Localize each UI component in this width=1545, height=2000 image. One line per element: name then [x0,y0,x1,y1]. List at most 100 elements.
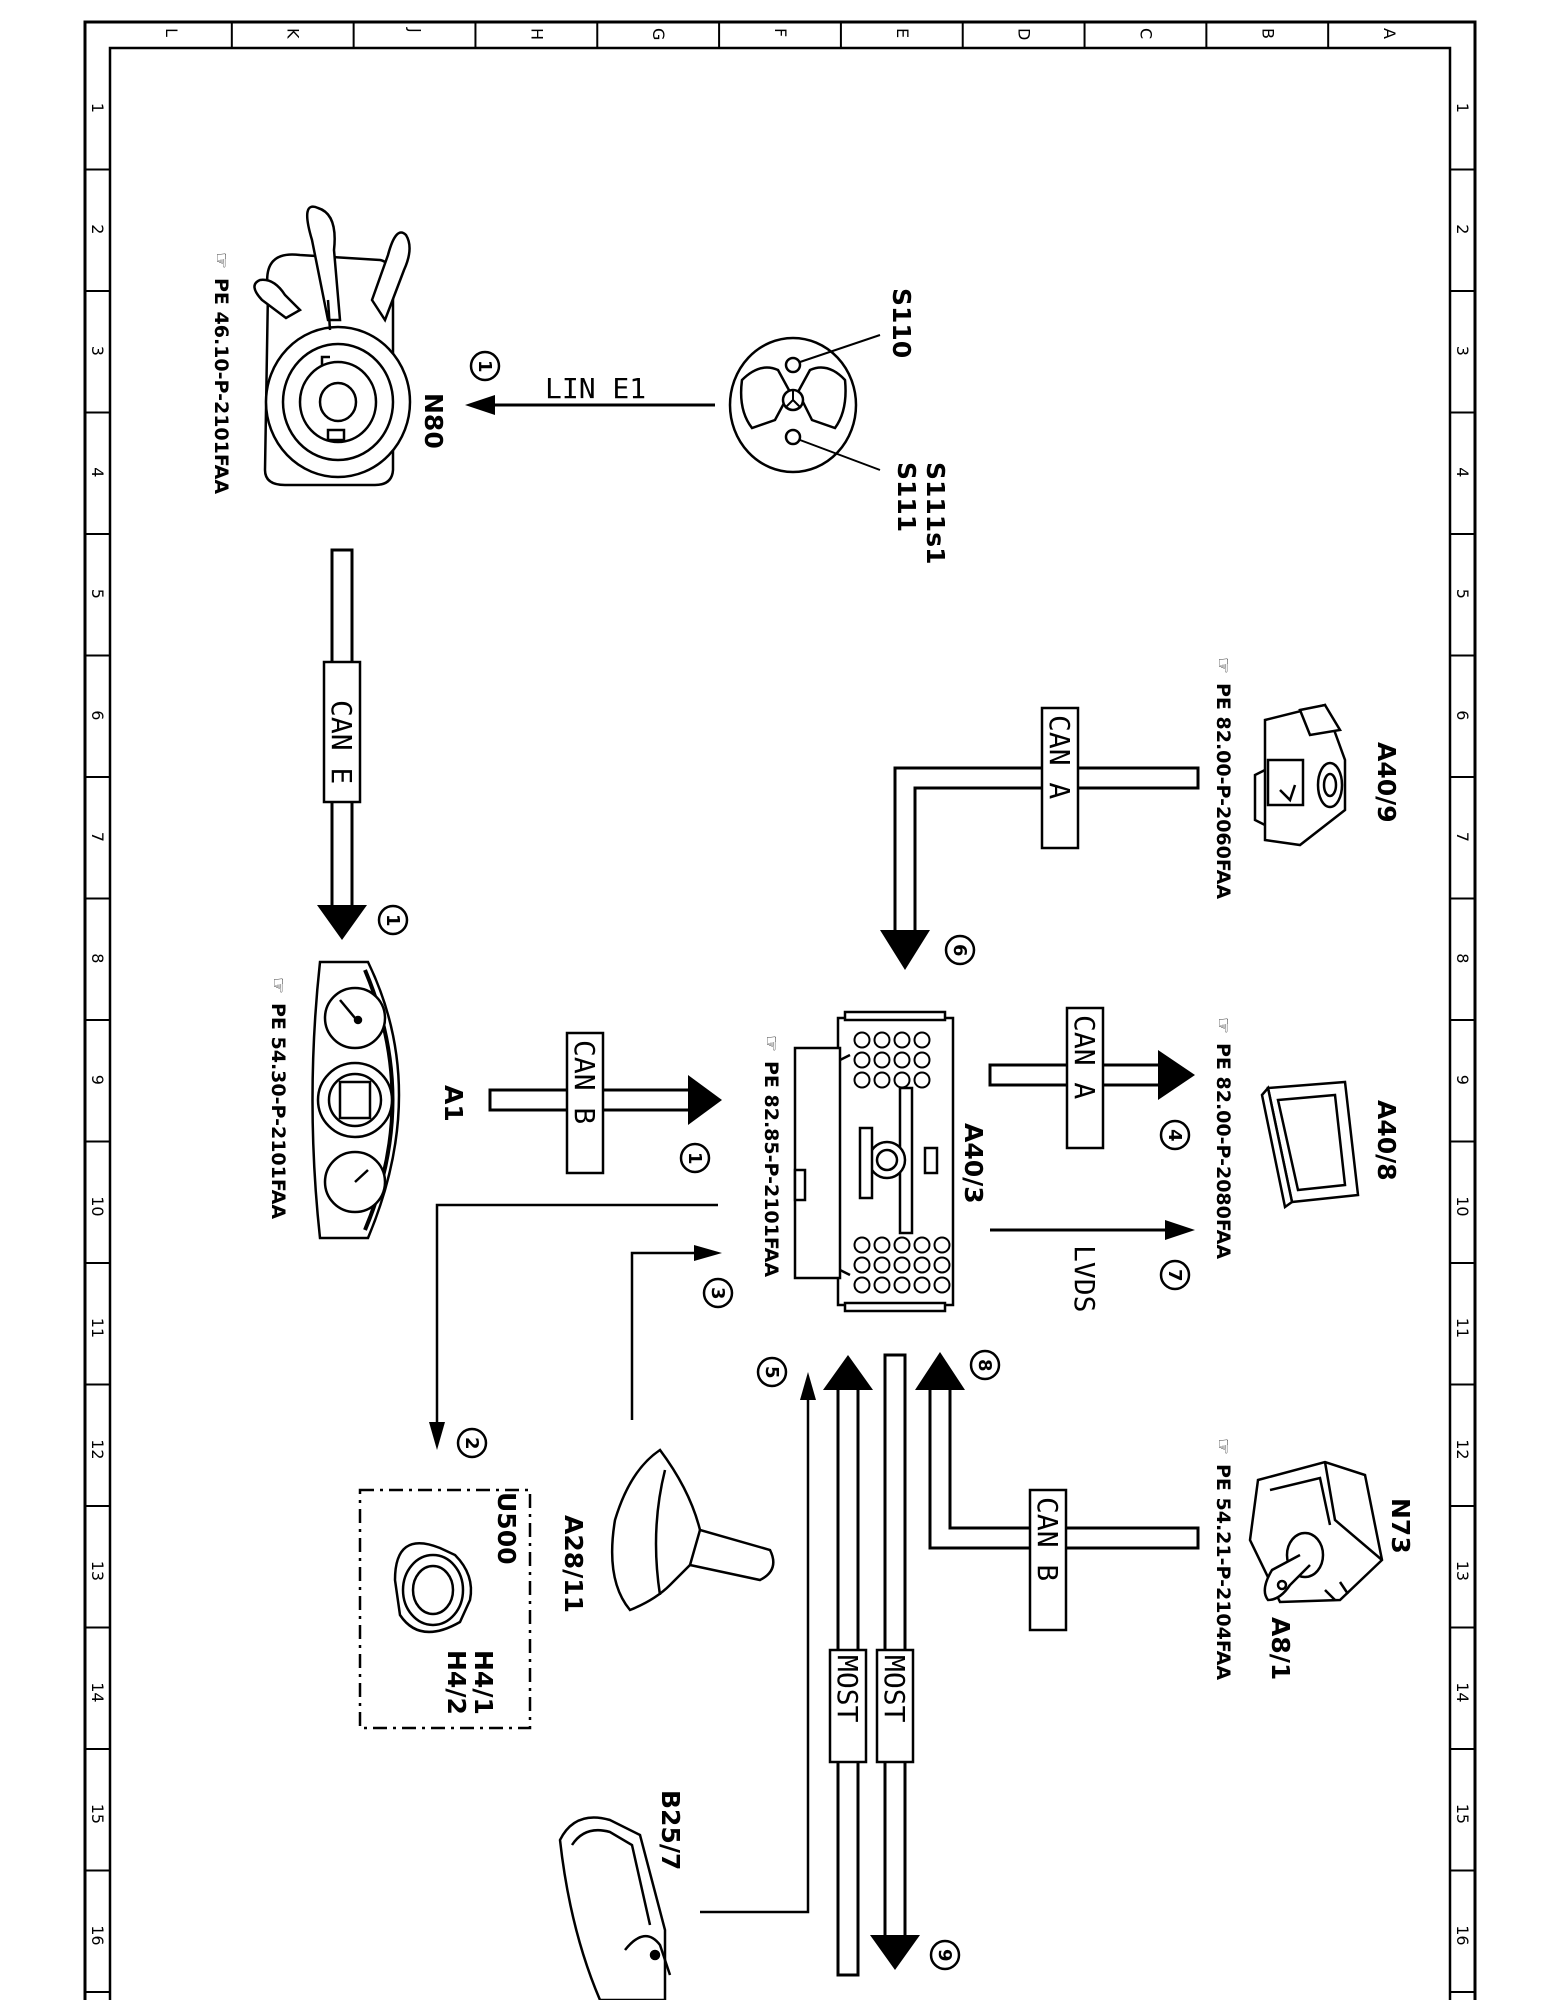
grid-row-left-5: 5 [88,589,107,599]
grid-col-H: H [527,28,546,40]
signal-8: 8 [969,1349,1001,1381]
a40-8-ref: ☞ PE 82.00-P-2080FAA [1212,1017,1234,1259]
signal-5-arrowhead [800,1372,816,1400]
signal-1-lin: 1 [469,350,501,382]
u500-boundary [358,1488,532,1730]
grid-row-right-6: 6 [1453,710,1472,720]
s110-leader [799,334,881,363]
a1-cluster-icon [311,960,401,1240]
grid-row-right-11: 11 [1453,1318,1472,1338]
grid-row-right-8: 8 [1453,953,1472,963]
grid-ticks [85,22,1475,1993]
grid-row-left-13: 13 [88,1561,107,1581]
svg-text:PE 54.21-P-2104FAA: PE 54.21-P-2104FAA [1212,1464,1234,1680]
b25-7-label: B25/7 [656,1790,685,1870]
svg-text:8: 8 [974,1359,995,1372]
grid-row-left-2: 2 [88,224,107,234]
svg-text:PE 46.10-P-2101FAA: PE 46.10-P-2101FAA [210,278,232,494]
grid-col-K: K [284,28,303,39]
svg-text:1: 1 [474,360,495,373]
can-b-a1-bus: CAN B [488,1031,722,1175]
signal-1-canb: 1 [679,1142,711,1174]
a40-8-label: A40/8 [1372,1100,1401,1181]
svg-text:6: 6 [949,944,970,957]
can-a-top-bus: CAN A [880,706,1200,970]
svg-text:CAN E: CAN E [325,700,358,784]
grid-row-right-13: 13 [1453,1561,1472,1581]
svg-text:PE 82.00-P-2080FAA: PE 82.00-P-2080FAA [1212,1043,1234,1259]
svg-text:3: 3 [707,1287,728,1300]
grid-col-L: L [162,28,181,37]
svg-text:5: 5 [761,1366,782,1379]
svg-text:PE 54.30-P-2101FAA: PE 54.30-P-2101FAA [267,1003,289,1219]
n73-ignition-icon [1248,1460,1384,1604]
a40-3-label: A40/3 [959,1123,988,1204]
a1-label: A1 [439,1085,468,1122]
grid-col-J: J [406,27,425,33]
signal-3: 3 [702,1277,734,1309]
a40-3-ref: ☞ PE 82.85-P-2101FAA [760,1035,782,1277]
lvds-arrowhead [1165,1220,1195,1240]
grid-row-right-10: 10 [1453,1196,1472,1216]
a1-ref: ☞ PE 54.30-P-2101FAA [267,977,289,1219]
a28-11-icon [610,1448,775,1612]
grid-row-left-7: 7 [88,832,107,842]
grid-col-G: G [649,28,668,40]
svg-text:PE 82.00-P-2060FAA: PE 82.00-P-2060FAA [1212,683,1234,899]
n73-label: N73 [1386,1498,1415,1554]
svg-text:2: 2 [461,1437,482,1450]
grid-row-left-10: 10 [88,1196,107,1216]
svg-text:CAN A: CAN A [1043,715,1076,799]
grid-col-A: A [1380,28,1399,39]
grid-row-left-15: 15 [88,1804,107,1824]
grid-row-right-5: 5 [1453,589,1472,599]
grid-row-right-7: 7 [1453,832,1472,842]
svg-text:1: 1 [382,914,403,927]
h4-speaker-icon [393,1542,473,1634]
s110-label: S110 [887,288,916,358]
svg-text:CAN B: CAN B [1031,1497,1064,1581]
signal-3-line [630,1251,695,1420]
grid-row-right-12: 12 [1453,1439,1472,1459]
signal-3-arrowhead [694,1245,722,1261]
grid-row-right-2: 2 [1453,224,1472,234]
svg-text:☞: ☞ [760,1035,782,1052]
n80-ref: ☞ PE 46.10-P-2101FAA [210,252,232,494]
grid-row-right-15: 15 [1453,1804,1472,1824]
n80-label: N80 [419,393,448,449]
signal-2-arrowhead [429,1422,445,1450]
can-a-right-bus: CAN A [988,1006,1195,1150]
s111-label: S111 [892,462,921,532]
s111s1-label: S111s1 [921,462,950,564]
signal-5: 5 [756,1356,788,1388]
lvds-label: LVDS [1068,1245,1101,1312]
grid-row-left-11: 11 [88,1318,107,1338]
a8-1-label: A8/1 [1266,1617,1295,1680]
grid-row-left-14: 14 [88,1682,107,1702]
grid-row-right-1: 1 [1453,103,1472,113]
grid-row-left-9: 9 [88,1075,107,1085]
a40-9-label: A40/9 [1372,742,1401,823]
grid-col-F: F [771,28,790,37]
svg-text:9: 9 [934,1949,955,1962]
grid-row-right-4: 4 [1453,467,1472,477]
outer-frame [83,20,1477,2000]
grid-row-right-16: 16 [1453,1925,1472,1945]
n80-icon [253,205,412,487]
svg-text:☞: ☞ [1212,657,1234,674]
signal-1-cane: 1 [377,904,409,936]
can-b-n73-bus: CAN B [915,1352,1200,1632]
a40-9-ref: ☞ PE 82.00-P-2060FAA [1212,657,1234,899]
svg-text:☞: ☞ [210,252,232,269]
grid-row-right-3: 3 [1453,346,1472,356]
n73-ref: ☞ PE 54.21-P-2104FAA [1212,1438,1234,1680]
svg-text:PE 82.85-P-2101FAA: PE 82.85-P-2101FAA [760,1061,782,1277]
grid-row-right-14: 14 [1453,1682,1472,1702]
a40-3-headunit-icon [793,1010,955,1313]
signal-7: 7 [1159,1259,1191,1291]
inner-frame [108,46,1452,2000]
grid-col-B: B [1258,28,1277,39]
signal-6: 6 [944,934,976,966]
